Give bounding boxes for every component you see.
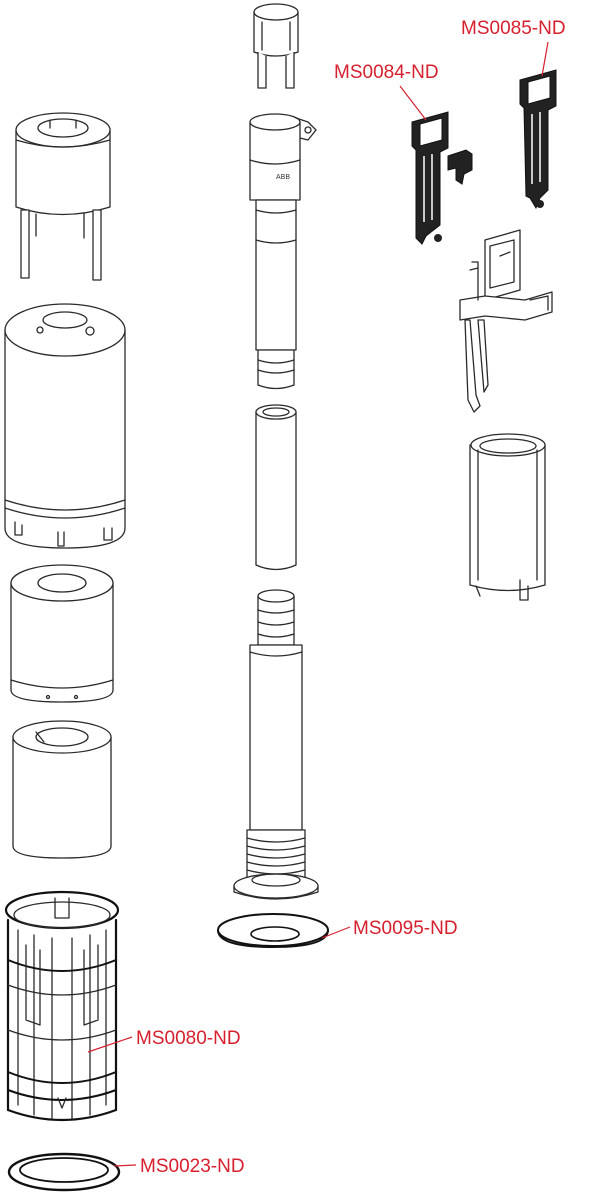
bracket-cup [469, 433, 546, 601]
label-ms0080: MS0080-ND [87, 1028, 241, 1053]
lever-ms0084 [411, 111, 473, 245]
float-bracket [459, 229, 553, 413]
leader-ms0095 [321, 926, 351, 939]
leader-ms0080 [87, 1036, 133, 1053]
float-cylinder [4, 303, 126, 549]
overflow-tube-lower [233, 589, 319, 900]
label-ms0080-text: MS0080-ND [136, 1028, 241, 1049]
label-ms0023: MS0023-ND [113, 1156, 245, 1177]
overflow-tube-upper: ABB [249, 113, 317, 390]
o-ring [7, 1152, 121, 1192]
tube-top-cap [253, 3, 299, 89]
inner-cylinder [10, 564, 114, 703]
label-ms0084-text: MS0084-ND [334, 62, 439, 83]
filter-cage [4, 890, 120, 1122]
label-ms0085: MS0085-ND [461, 18, 566, 77]
sleeve-cylinder [12, 720, 112, 859]
tube-segment [255, 404, 297, 571]
label-ms0095: MS0095-ND [321, 918, 458, 939]
label-ms0095-text: MS0095-ND [353, 918, 458, 939]
label-ms0085-text: MS0085-ND [461, 18, 566, 39]
label-ms0023-text: MS0023-ND [140, 1156, 245, 1177]
flat-washer [217, 913, 329, 949]
lever-ms0085 [519, 69, 557, 210]
tube-brand-stamp: ABB [276, 174, 290, 181]
label-ms0084: MS0084-ND [334, 62, 439, 121]
leader-ms0023 [113, 1164, 137, 1167]
leader-ms0085 [541, 41, 549, 77]
leader-ms0084 [399, 85, 427, 121]
top-cap-with-legs [15, 112, 111, 281]
